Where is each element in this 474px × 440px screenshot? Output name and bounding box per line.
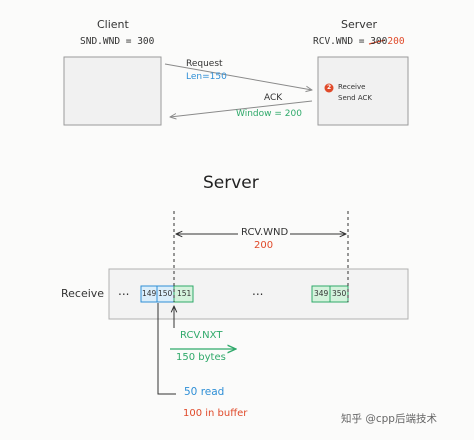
server-title: Server <box>341 18 378 31</box>
request-label: Request <box>186 59 223 69</box>
server-window-old: 300 <box>370 36 388 47</box>
cell-label-349: 349 <box>314 289 329 298</box>
step-line-send-ack: Send ACK <box>338 94 372 102</box>
request-len: Len=150 <box>186 72 227 82</box>
rcv-wnd-label: RCV.WND <box>241 227 289 238</box>
server-box <box>317 56 409 126</box>
server-window: RCV.WND = 300200 <box>313 37 405 47</box>
read-note: 50 read <box>184 386 225 398</box>
watermark: 知乎 @cpp后端技术 <box>341 413 437 425</box>
ack-label: ACK <box>264 93 283 103</box>
rcv-nxt-label: RCV.NXT <box>180 330 223 341</box>
cell-label-150: 150 <box>158 289 173 298</box>
server-window-prefix: RCV.WND = <box>313 36 371 47</box>
ack-window: Window = 200 <box>236 109 302 119</box>
server-section-title: Server <box>203 173 259 193</box>
cell-label-151: 151 <box>177 289 192 298</box>
buffer-note: 100 in buffer <box>183 408 248 419</box>
server-window-new: 200 <box>387 36 405 47</box>
read-pointer <box>157 303 176 395</box>
client-box <box>63 56 162 126</box>
client-title: Client <box>97 18 129 31</box>
cell-151 <box>173 285 194 303</box>
cell-label-350: 350 <box>332 289 347 298</box>
request-arrow <box>164 63 312 90</box>
rcv-wnd-value: 200 <box>254 240 274 251</box>
client-window: SND.WND = 300 <box>80 36 155 47</box>
bytes-note: 150 bytes <box>176 352 226 363</box>
cell-label-149: 149 <box>142 289 157 298</box>
ack-arrow <box>170 100 313 117</box>
receive-row-label: Receive <box>61 287 105 300</box>
cell-350 <box>329 285 349 303</box>
step-badge-circle <box>324 83 334 93</box>
ellipsis-middle: ... <box>252 284 264 298</box>
step-badge: 2 <box>327 84 332 91</box>
step-line-receive: Receive <box>338 83 366 91</box>
ellipsis-left: ... <box>118 284 130 298</box>
strike-line <box>368 39 386 45</box>
